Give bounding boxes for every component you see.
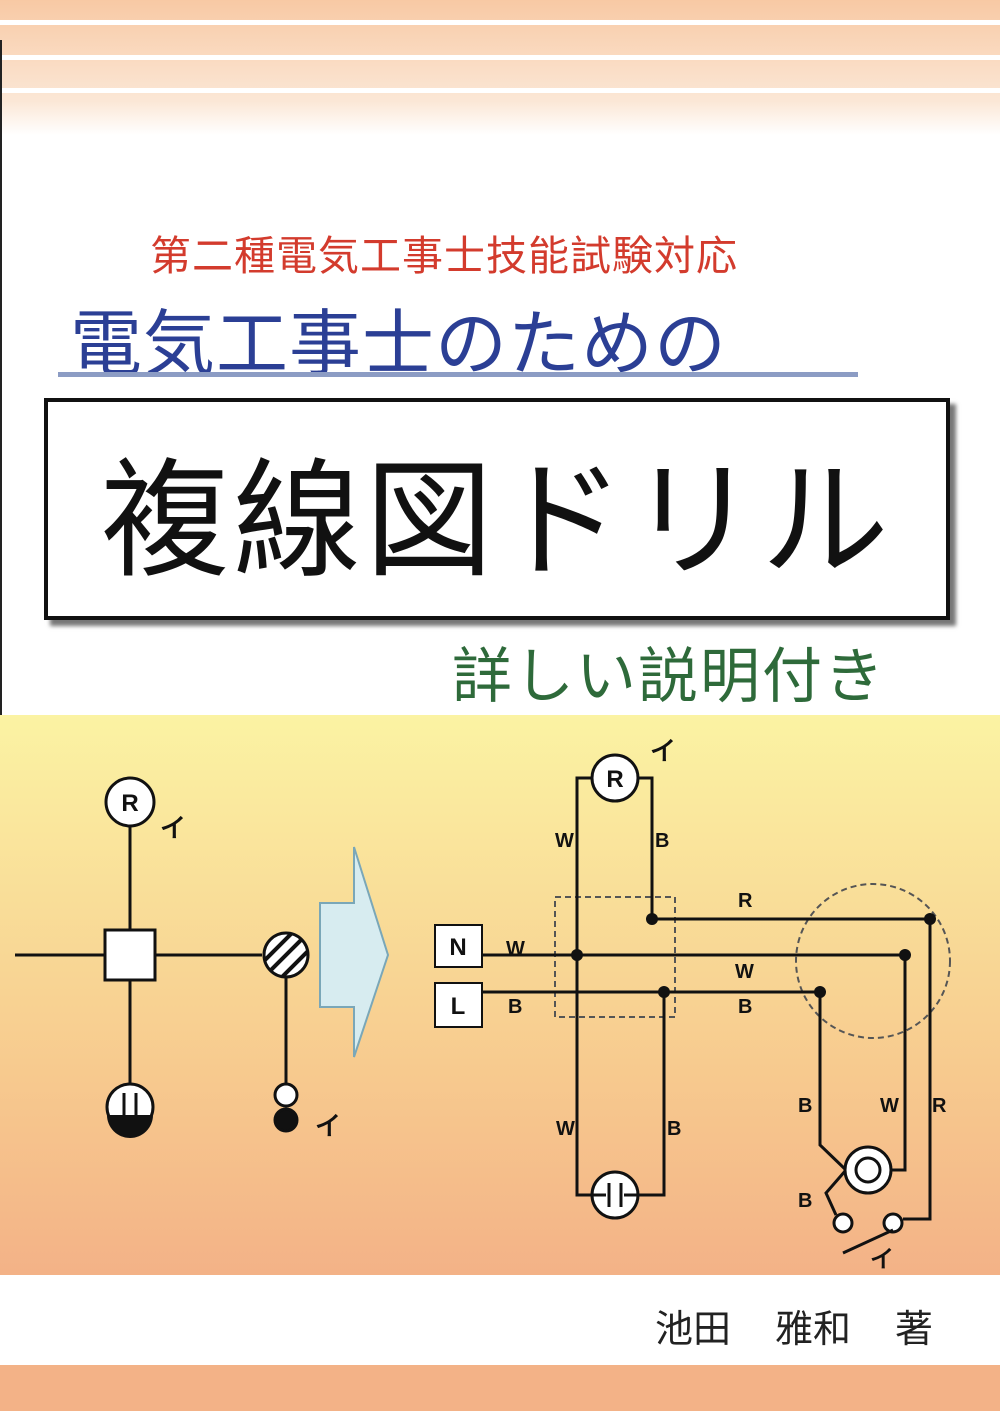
switch-tag: イ bbox=[315, 1111, 341, 1141]
wire-label: B bbox=[667, 1118, 681, 1140]
title-underline bbox=[58, 372, 858, 377]
wire-label: W bbox=[556, 1118, 575, 1140]
terminal-l-label: L bbox=[451, 993, 466, 1020]
author-surname: 池田 bbox=[655, 1307, 732, 1351]
wire-label: B bbox=[738, 996, 752, 1018]
wire-label: B bbox=[655, 830, 669, 852]
author-credit: 池田雅和著 bbox=[655, 1298, 933, 1353]
book-title: 複線図ドリル bbox=[100, 446, 893, 596]
wire-label: W bbox=[555, 830, 574, 852]
wire-color-labels: W B R W W B B W B B W R B bbox=[506, 830, 947, 1212]
outlet-symbol-right bbox=[590, 1170, 640, 1220]
wire-label: W bbox=[735, 961, 754, 983]
switch-symbol bbox=[273, 1107, 299, 1133]
wire-label: B bbox=[798, 1190, 812, 1212]
lamp-switch-tag-right: イ bbox=[650, 736, 676, 766]
terminal-n-label: N bbox=[449, 934, 466, 961]
author-role: 著 bbox=[895, 1307, 934, 1351]
outlet-symbol bbox=[105, 1082, 155, 1138]
wires bbox=[482, 776, 932, 1221]
wire-label: W bbox=[880, 1095, 899, 1117]
description-tagline: 詳しい説明付き bbox=[452, 642, 886, 712]
wire-junctions bbox=[571, 913, 936, 998]
top-stripe bbox=[0, 55, 1000, 60]
conversion-arrow bbox=[319, 846, 390, 1058]
wire-label: R bbox=[738, 890, 753, 912]
switch-tag-right: イ bbox=[870, 1246, 894, 1273]
junction-box-outline bbox=[554, 896, 676, 1018]
switch-symbol-right bbox=[832, 1212, 904, 1255]
single-line-diagram bbox=[15, 827, 288, 1085]
title-box: 複線図ドリル bbox=[44, 398, 950, 620]
ceiling-lamp-symbol bbox=[104, 776, 156, 828]
lamp-label-right: R bbox=[606, 766, 623, 793]
hatched-circle-symbol bbox=[262, 931, 310, 979]
page-edge-line bbox=[0, 40, 2, 1100]
junction-box-symbol bbox=[103, 928, 157, 982]
wiring-diagram: R イ イ bbox=[15, 736, 951, 1273]
author-given-name: 雅和 bbox=[775, 1307, 852, 1351]
wire-label: B bbox=[508, 996, 522, 1018]
lamp-label: R bbox=[121, 790, 138, 817]
switch-box-outline bbox=[795, 883, 951, 1039]
diagram-background bbox=[0, 715, 1000, 1275]
top-stripe bbox=[0, 88, 1000, 93]
top-stripe bbox=[0, 20, 1000, 25]
ceiling-lamp-symbol-right bbox=[590, 753, 640, 803]
wire-label: B bbox=[798, 1095, 812, 1117]
subtitle-top: 第二種電気工事士技能試験対応 bbox=[150, 232, 738, 280]
pilot-lamp-symbol bbox=[273, 1082, 299, 1108]
pilot-lamp-symbol-right bbox=[843, 1145, 893, 1195]
terminal-l bbox=[434, 982, 483, 1028]
author-area bbox=[0, 1275, 1000, 1365]
wire-label: R bbox=[932, 1095, 947, 1117]
terminal-n bbox=[434, 924, 483, 968]
wire-label: W bbox=[506, 938, 525, 960]
lamp-switch-tag: イ bbox=[160, 813, 186, 843]
bottom-decorative-band bbox=[0, 1365, 1000, 1411]
